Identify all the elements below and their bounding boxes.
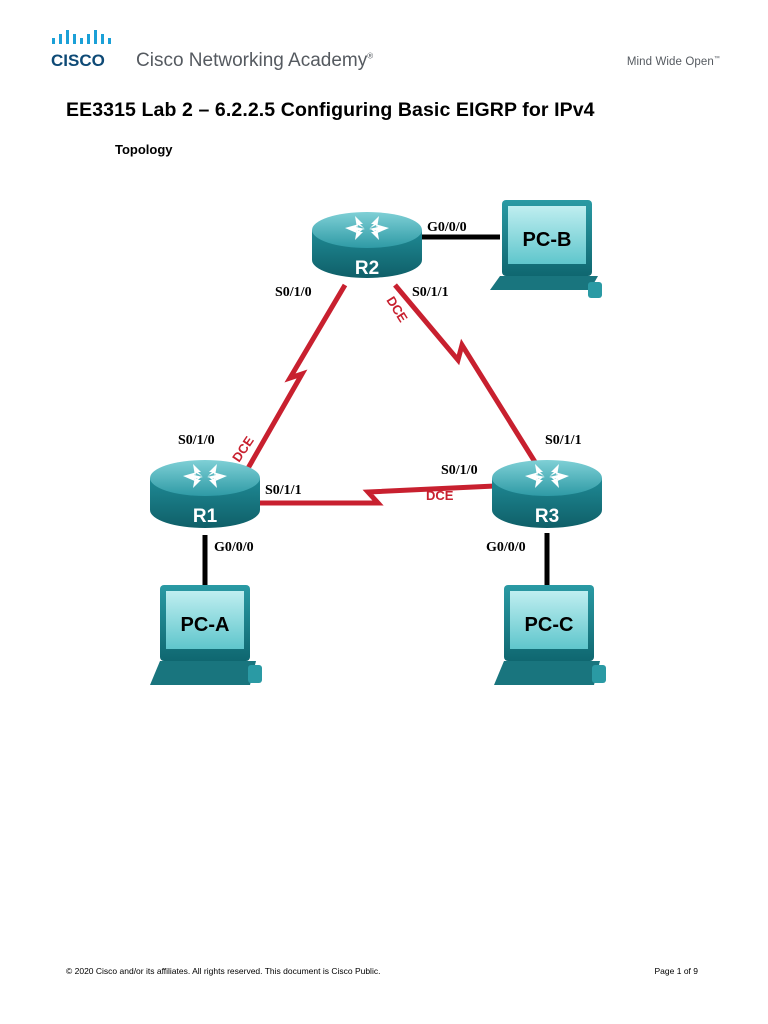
dce-label-r3: DCE — [426, 488, 454, 503]
if-r3-g000: G0/0/0 — [486, 540, 526, 555]
pc-b: PC-B — [490, 200, 602, 298]
router-label-r3: R3 — [535, 506, 559, 527]
logo-text: CISCO — [51, 51, 105, 70]
if-r2-g000: G0/0/0 — [427, 220, 467, 235]
section-heading: Topology — [115, 142, 173, 157]
pc-label-b: PC-B — [523, 229, 572, 251]
footer-page-number: Page 1 of 9 — [654, 966, 698, 976]
cisco-logo-icon: CISCO — [51, 30, 111, 70]
if-r2-s011: S0/1/1 — [412, 285, 449, 300]
if-r1-s011: S0/1/1 — [265, 483, 302, 498]
document-title: EE3315 Lab 2 – 6.2.2.5 Configuring Basic… — [66, 99, 595, 121]
router-label-r1: R1 — [193, 506, 218, 527]
brand-name: Cisco Networking Academy® — [136, 50, 374, 71]
if-r2-s010: S0/1/0 — [275, 285, 312, 300]
router-r3: R3 — [492, 460, 602, 528]
link-r1-r3 — [258, 483, 496, 506]
router-r1: R1 — [150, 460, 260, 528]
pc-a: PC-A — [150, 585, 262, 685]
pc-label-a: PC-A — [181, 614, 230, 636]
link-r2-r1 — [244, 283, 348, 472]
if-r3-s010: S0/1/0 — [441, 463, 478, 478]
if-r1-g000: G0/0/0 — [214, 540, 254, 555]
router-r2: R2 — [312, 212, 422, 279]
footer-copyright: © 2020 Cisco and/or its affiliates. All … — [66, 966, 381, 976]
link-r2-r3 — [393, 283, 543, 472]
pc-c: PC-C — [494, 585, 606, 685]
router-label-r2: R2 — [355, 258, 379, 279]
pc-label-c: PC-C — [525, 614, 574, 636]
slogan: Mind Wide Open™ — [626, 56, 720, 68]
if-r3-s011: S0/1/1 — [545, 433, 582, 448]
if-r1-s010: S0/1/0 — [178, 433, 215, 448]
